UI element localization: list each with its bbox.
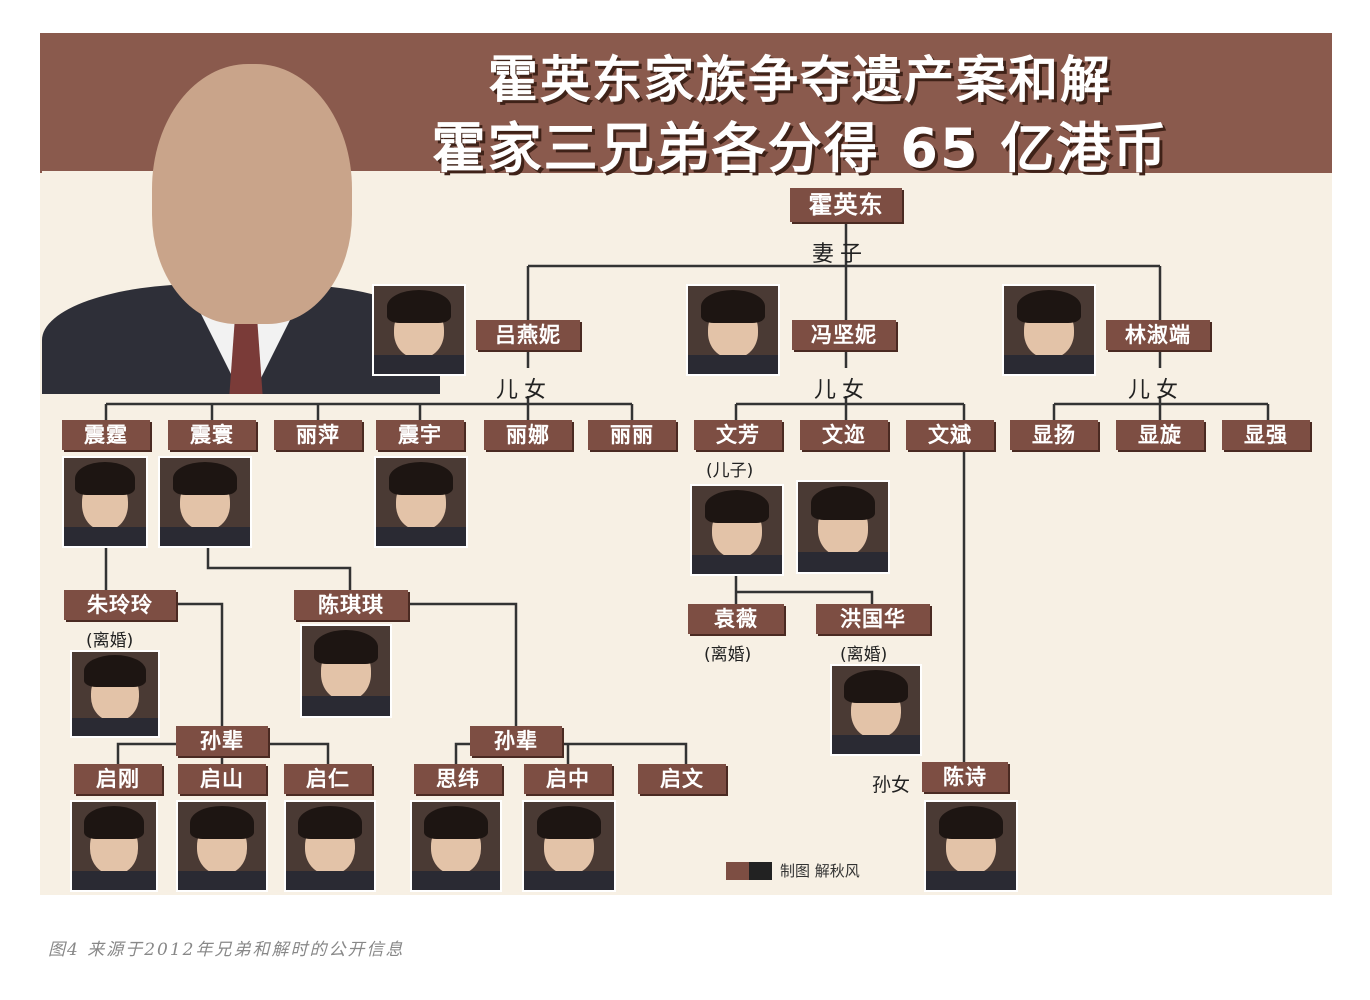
node-root: 霍英东 bbox=[790, 188, 902, 222]
photo-chen bbox=[300, 624, 392, 718]
source-caption: 图4 来源于2012年兄弟和解时的公开信息 bbox=[48, 940, 405, 960]
spouse-zhu-note: (离婚) bbox=[86, 631, 134, 651]
node-grandchildren-2: 孙辈 bbox=[470, 726, 562, 756]
node-child-1-4: 震宇 bbox=[376, 420, 464, 450]
portrait-face bbox=[152, 64, 352, 324]
node-wife-2: 冯坚妮 bbox=[792, 320, 896, 350]
photo-zhu bbox=[70, 650, 160, 738]
photo-siwei bbox=[410, 800, 502, 892]
legend-swatch bbox=[726, 861, 772, 880]
granddaughter-label: 孙女 bbox=[872, 774, 911, 796]
node-spouse-chen: 陈琪琪 bbox=[294, 590, 408, 620]
photo-wenfang bbox=[690, 484, 784, 576]
node-grandchildren-1: 孙辈 bbox=[176, 726, 268, 756]
node-child-3-3: 显强 bbox=[1222, 420, 1310, 450]
node-grandchild-2-3: 启文 bbox=[638, 764, 726, 794]
photo-qishan bbox=[176, 800, 268, 892]
title-line2: 霍家三兄弟各分得 65 亿港币 bbox=[431, 117, 1169, 180]
node-child-1-3: 丽萍 bbox=[274, 420, 362, 450]
node-child-3-2: 显旋 bbox=[1116, 420, 1204, 450]
legend-text: 制图 解秋风 bbox=[780, 862, 860, 880]
photo-wife-2 bbox=[686, 284, 780, 376]
node-spouse-hong: 洪国华 bbox=[816, 604, 930, 634]
spouse-hong-note: (离婚) bbox=[840, 645, 888, 665]
photo-zhenhuan bbox=[158, 456, 252, 548]
node-child-1-5: 丽娜 bbox=[484, 420, 572, 450]
node-child-3-1: 显扬 bbox=[1010, 420, 1098, 450]
children-label-3: 儿女 bbox=[1128, 378, 1185, 403]
node-grandchild-2-2: 启中 bbox=[524, 764, 612, 794]
node-child-2-3: 文斌 bbox=[906, 420, 994, 450]
photo-qiren bbox=[284, 800, 376, 892]
photo-chenshi bbox=[924, 800, 1018, 892]
node-grandchild-1-3: 启仁 bbox=[284, 764, 372, 794]
wenfang-note: (儿子) bbox=[706, 461, 754, 481]
node-child-1-6: 丽丽 bbox=[588, 420, 676, 450]
photo-wife-3 bbox=[1002, 284, 1096, 376]
photo-hong bbox=[830, 664, 922, 756]
photo-qizhong bbox=[522, 800, 616, 892]
children-label-2: 儿女 bbox=[814, 378, 871, 403]
node-grandchild-1-2: 启山 bbox=[178, 764, 266, 794]
children-label-1: 儿女 bbox=[496, 378, 553, 403]
node-wife-1: 吕燕妮 bbox=[476, 320, 580, 350]
title-line1: 霍英东家族争夺遗产案和解 bbox=[488, 51, 1112, 109]
photo-wife-1 bbox=[372, 284, 466, 376]
spouse-yuan-note: (离婚) bbox=[704, 645, 752, 665]
node-granddaughter: 陈诗 bbox=[922, 762, 1008, 792]
node-grandchild-2-1: 思纬 bbox=[414, 764, 502, 794]
photo-zhenyu bbox=[374, 456, 468, 548]
photo-zhenting bbox=[62, 456, 148, 548]
node-grandchild-1-1: 启刚 bbox=[74, 764, 162, 794]
node-child-2-2: 文迩 bbox=[800, 420, 888, 450]
node-child-1-1: 震霆 bbox=[62, 420, 150, 450]
node-spouse-yuan: 袁薇 bbox=[688, 604, 784, 634]
credit-legend: 制图 解秋风 bbox=[726, 860, 860, 881]
node-wife-3: 林淑端 bbox=[1106, 320, 1210, 350]
node-child-1-2: 震寰 bbox=[168, 420, 256, 450]
photo-wener bbox=[796, 480, 890, 574]
node-spouse-zhu: 朱玲玲 bbox=[64, 590, 176, 620]
node-child-2-1: 文芳 bbox=[694, 420, 782, 450]
spouse-label: 妻子 bbox=[812, 242, 869, 267]
photo-qigang bbox=[70, 800, 158, 892]
